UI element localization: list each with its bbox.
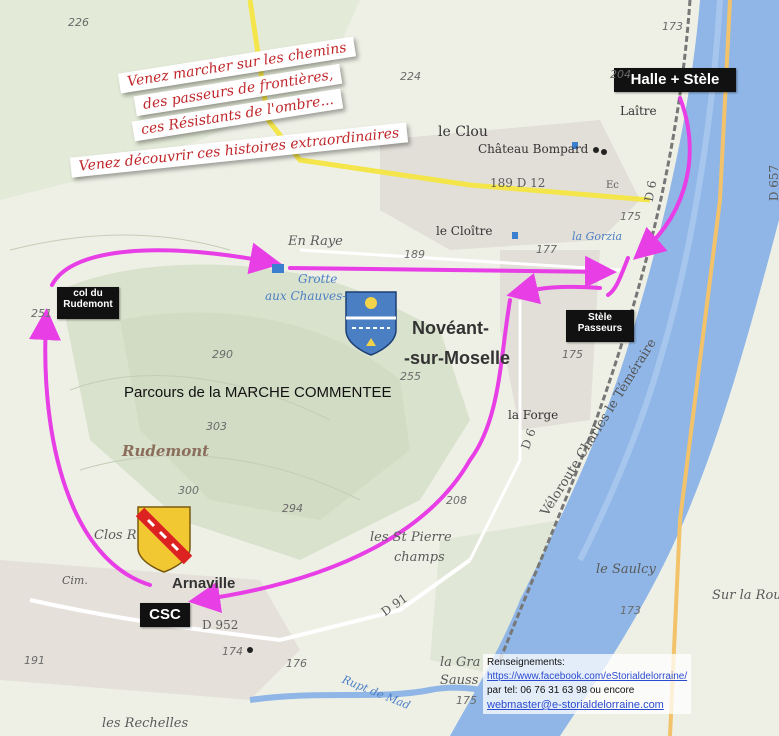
place-sauss: Sauss xyxy=(440,673,479,688)
elevation-number: 208 xyxy=(446,494,467,507)
col-du-rudemont-line2: Rudemont xyxy=(63,298,113,310)
email-link[interactable]: webmaster@e-storialdelorraine.com xyxy=(487,699,664,711)
place-laitre: Laître xyxy=(620,104,657,118)
col-du-rudemont-line1: col du xyxy=(73,288,103,299)
elevation-number: 300 xyxy=(178,484,199,497)
elevation-number: 290 xyxy=(212,348,233,361)
elevation-number: 173 xyxy=(620,604,641,617)
route-title: Parcours de la MARCHE COMMENTEE xyxy=(124,384,392,401)
halle-stele-marker: Halle + Stèle xyxy=(614,68,736,92)
town-arnaville: Arnaville xyxy=(172,575,236,592)
elevation-number: 174 xyxy=(222,645,243,658)
info-box: Renseignements: https://www.facebook.com… xyxy=(483,654,692,714)
place-clos-r: Clos R xyxy=(94,528,137,543)
elevation-number: 251 xyxy=(31,307,52,320)
elevation-number: 176 xyxy=(286,657,307,670)
place-sur-la-rou: Sur la Rou xyxy=(712,588,779,603)
road-d12: 189 D 12 xyxy=(490,176,546,190)
elevation-number: 175 xyxy=(562,348,583,361)
road-d657: D 657 xyxy=(767,164,779,201)
place-rudemont: Rudemont xyxy=(122,442,210,460)
cave-icon xyxy=(272,264,284,273)
elevation-number: 204 xyxy=(610,68,631,81)
place-le-cloitre: le Cloître xyxy=(436,224,493,238)
stele-passeurs-line1: Stèle xyxy=(588,312,612,323)
walking-route-line xyxy=(29,96,692,614)
place-les-rechelles: les Rechelles xyxy=(102,716,189,731)
elevation-number: 255 xyxy=(400,370,421,383)
place-la-gorzia: la Gorzia xyxy=(572,230,623,243)
csc-marker: CSC xyxy=(140,603,190,627)
town-noveant-line2: -sur-Moselle xyxy=(404,348,511,368)
label-ec: Ec xyxy=(606,180,619,191)
elevation-number: 226 xyxy=(68,16,89,29)
stele-passeurs-line2: Passeurs xyxy=(577,322,623,334)
place-chateau: Château Bompard xyxy=(478,142,589,156)
elevation-number: 177 xyxy=(536,243,557,256)
elevation-number: 224 xyxy=(400,70,421,83)
facebook-link[interactable]: https://www.facebook.com/eStorialdelorra… xyxy=(487,671,688,682)
elevation-number: 191 xyxy=(24,654,45,667)
place-la-gra: la Gra xyxy=(440,655,481,670)
place-cim: Cim. xyxy=(62,574,88,587)
elevation-number: 294 xyxy=(282,502,303,515)
info-title: Renseignements: xyxy=(487,657,565,668)
elevation-number: 175 xyxy=(456,694,477,707)
road-d952: D 952 xyxy=(202,618,239,632)
place-le-clou: le Clou xyxy=(438,124,488,140)
elevation-number: 189 xyxy=(404,248,425,261)
place-les-st-pierre: les St Pierre xyxy=(370,530,452,545)
elevation-number: 303 xyxy=(206,420,227,433)
arnaville-coat-of-arms-icon xyxy=(135,506,193,573)
place-la-forge: la Forge xyxy=(508,408,559,422)
place-champs: champs xyxy=(394,550,445,565)
place-grotte: Grotte xyxy=(298,272,338,286)
place-aux-chauves: aux Chauves- xyxy=(265,289,347,303)
elevation-number: 173 xyxy=(662,20,683,33)
place-en-raye: En Raye xyxy=(288,234,343,249)
col-du-rudemont-marker: col du Rudemont xyxy=(57,287,119,319)
info-phone: par tel: 06 76 31 63 98 ou encore xyxy=(487,685,635,696)
place-le-saulcy: le Saulcy xyxy=(596,562,656,577)
noveant-coat-of-arms-icon xyxy=(345,291,397,356)
town-noveant-line1: Novéant- xyxy=(412,318,490,338)
stele-passeurs-marker: Stèle Passeurs xyxy=(566,310,634,342)
elevation-number: 175 xyxy=(620,210,641,223)
